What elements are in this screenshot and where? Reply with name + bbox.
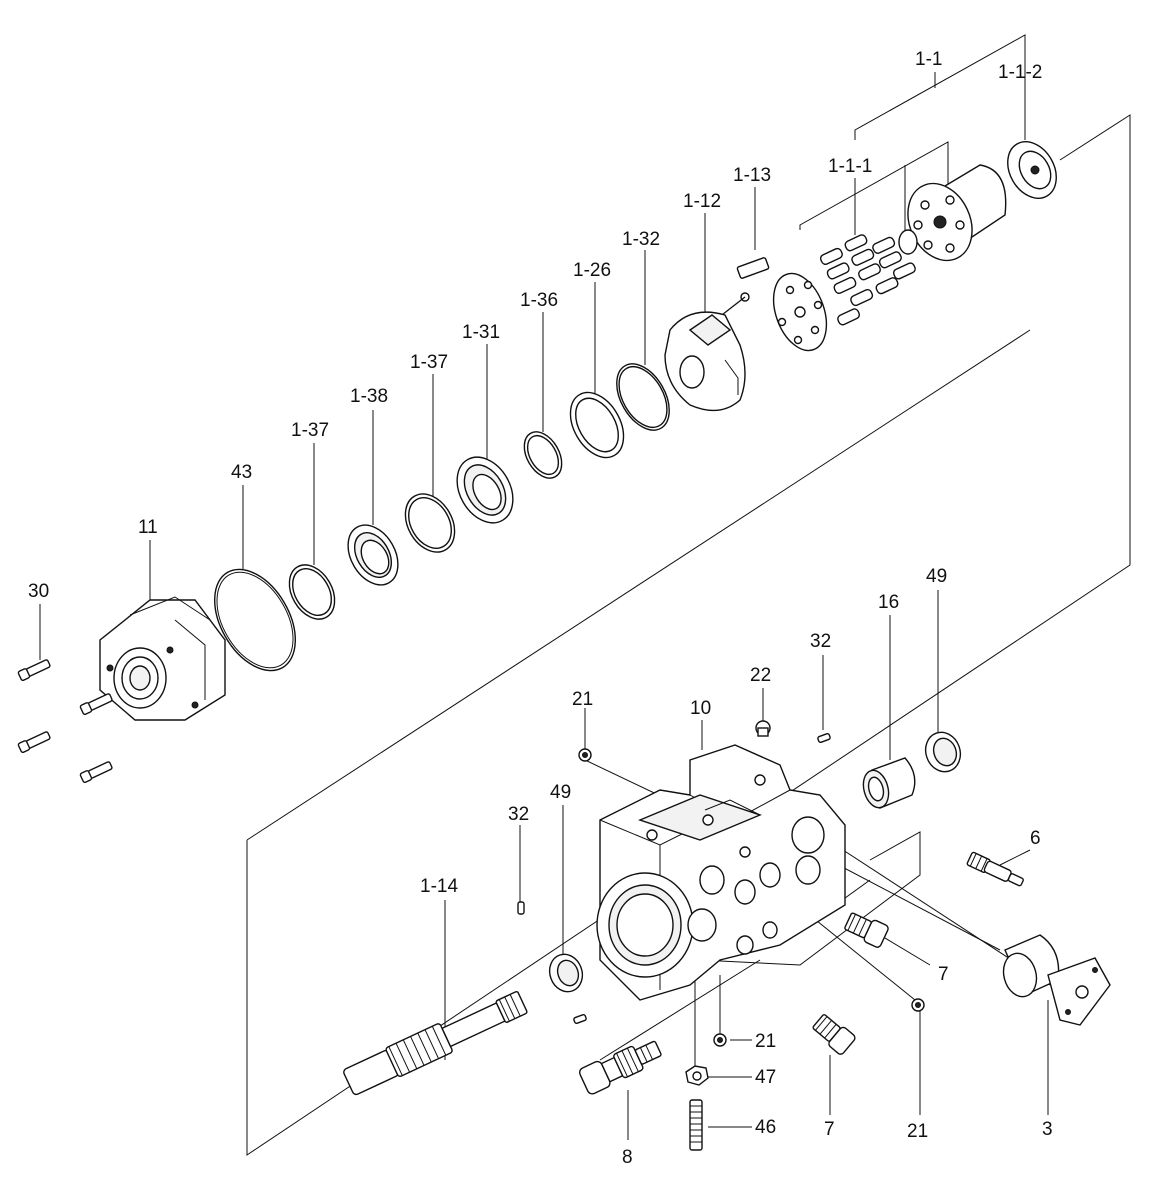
snap-ring-1-37-outer: [288, 564, 336, 620]
label-7-lower: 7: [824, 1119, 835, 1140]
pin-32-left: [517, 901, 525, 915]
label-21-right: 21: [907, 1121, 928, 1142]
label-1-31: 1-31: [462, 322, 500, 343]
label-32-right: 32: [810, 631, 831, 652]
label-32-left: 32: [508, 804, 529, 825]
needle-bearing-16: [862, 757, 916, 809]
plug-22: [755, 720, 771, 737]
label-1-1-1: 1-1-1: [828, 156, 872, 177]
cover-3: [1002, 934, 1111, 1026]
label-6: 6: [1030, 828, 1041, 849]
o-ring-43: [214, 568, 296, 672]
label-10: 10: [690, 698, 711, 719]
stud-46: [689, 1099, 703, 1151]
pin-32-lower: [573, 1013, 587, 1025]
label-47: 47: [755, 1067, 776, 1088]
swash-plate-lever: [717, 257, 770, 319]
label-1-36: 1-36: [520, 290, 558, 311]
shaft-1-14: [343, 990, 528, 1096]
front-cover-11: [99, 596, 226, 721]
label-1-32: 1-32: [622, 229, 660, 250]
label-1-38: 1-38: [350, 386, 388, 407]
label-46: 46: [755, 1117, 776, 1138]
plug-7-right: [844, 912, 889, 948]
label-22: 22: [750, 665, 771, 686]
label-43: 43: [231, 462, 252, 483]
plug-21-right: [911, 998, 925, 1012]
label-16: 16: [878, 592, 899, 613]
retainer-plate: [772, 272, 828, 352]
valve-8: [578, 1040, 662, 1095]
label-1-26: 1-26: [573, 260, 611, 281]
plug-21-bottom: [713, 1033, 727, 1047]
label-1-1: 1-1: [915, 49, 942, 70]
spacer-ring-1-26: [569, 391, 625, 459]
bearing-49-right: [924, 731, 962, 773]
swash-plate: [664, 311, 746, 412]
nut-47: [685, 1065, 709, 1086]
oil-seal-1-38: [347, 524, 399, 586]
bearing-49-left: [548, 953, 584, 993]
label-1-1-2: 1-1-2: [998, 62, 1042, 83]
snap-ring-1-36: [523, 431, 563, 479]
label-1-37-outer: 1-37: [291, 420, 329, 441]
label-1-14: 1-14: [420, 876, 458, 897]
label-7-right: 7: [938, 964, 949, 985]
snap-ring-1-37-inner: [404, 493, 456, 553]
plug-21-top: [578, 748, 592, 762]
bearing-1-31: [456, 456, 514, 524]
plug-7-lower: [812, 1014, 856, 1055]
pin-32-right: [817, 732, 831, 744]
assembly-frame-lines: [246, 34, 1131, 1156]
callout-labels: 1-1 1-1-2 1-1-1 1-13 1-12 1-32 1-26 1-36…: [28, 49, 1053, 1168]
cylinder-block: [898, 164, 1007, 262]
label-30: 30: [28, 581, 49, 602]
label-11: 11: [138, 517, 158, 538]
valve-6: [966, 851, 1024, 887]
pistons-set: [819, 234, 916, 326]
label-1-12: 1-12: [683, 191, 721, 212]
label-3: 3: [1042, 1119, 1053, 1140]
housing-10: [596, 744, 846, 1001]
valve-plate: [1007, 141, 1057, 199]
label-49-left: 49: [550, 782, 571, 803]
bolts-30: [17, 659, 113, 784]
label-49-right: 49: [926, 566, 947, 587]
label-1-13: 1-13: [733, 165, 771, 186]
label-8: 8: [622, 1147, 633, 1168]
label-21-bottom: 21: [755, 1031, 776, 1052]
leader-lines-upper: [39, 85, 1026, 660]
label-21-top: 21: [572, 689, 593, 710]
shim-ring-1-32: [616, 363, 670, 431]
label-1-37-inner: 1-37: [410, 352, 448, 373]
